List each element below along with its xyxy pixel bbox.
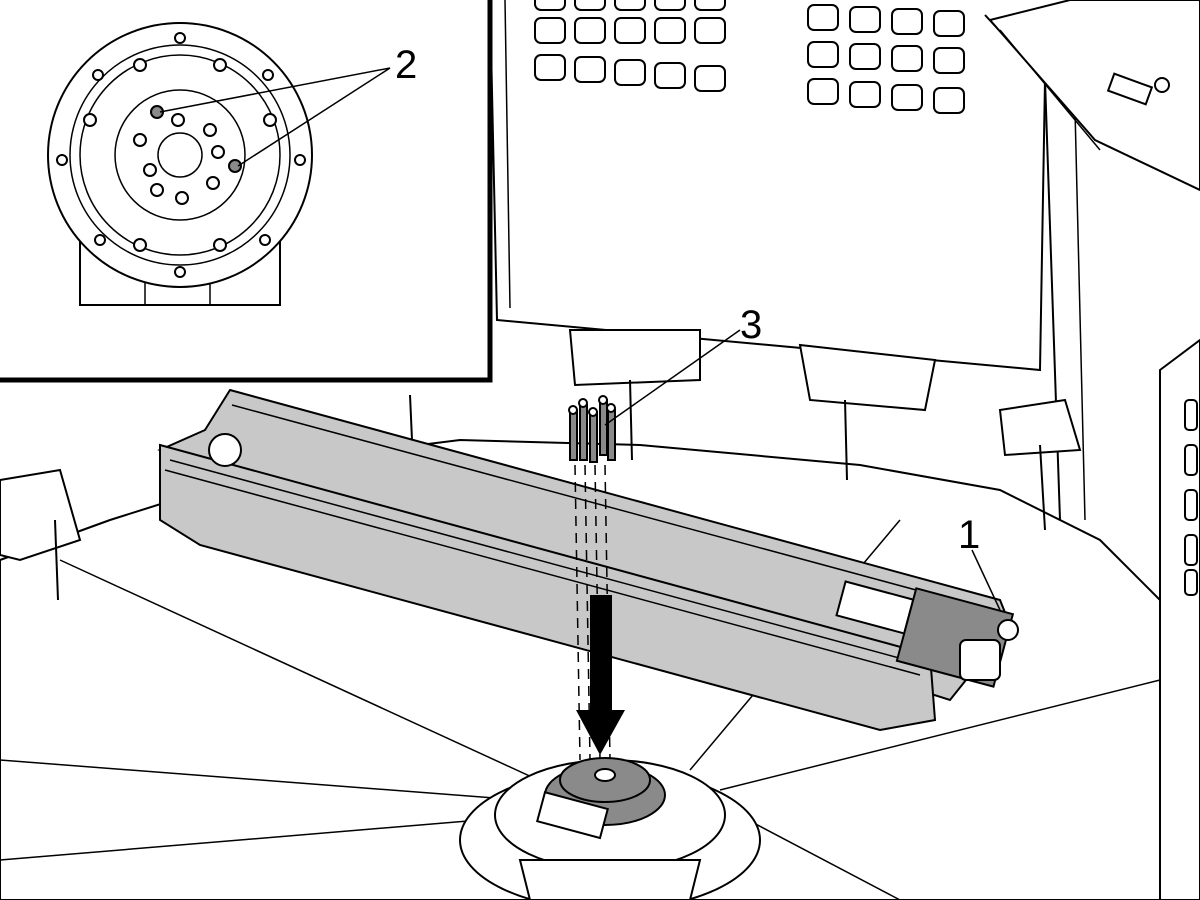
vent-grid-left	[534, 0, 726, 92]
carousel-arm	[157, 388, 1019, 732]
inset-detail	[0, 0, 493, 383]
dowel-pin	[228, 159, 242, 173]
install-direction-arrow	[576, 595, 625, 755]
leader-lines	[159, 67, 1001, 611]
callout-1: 1	[958, 513, 980, 557]
tool-pocket-brackets	[0, 329, 1082, 601]
callout-2: 2	[395, 43, 417, 87]
callout-3: 3	[740, 303, 762, 347]
side-enclosure-panel	[1159, 338, 1200, 900]
vent-grid-right	[807, 4, 965, 114]
tool-changer-hood	[988, 0, 1200, 192]
carousel-hub	[459, 757, 761, 900]
